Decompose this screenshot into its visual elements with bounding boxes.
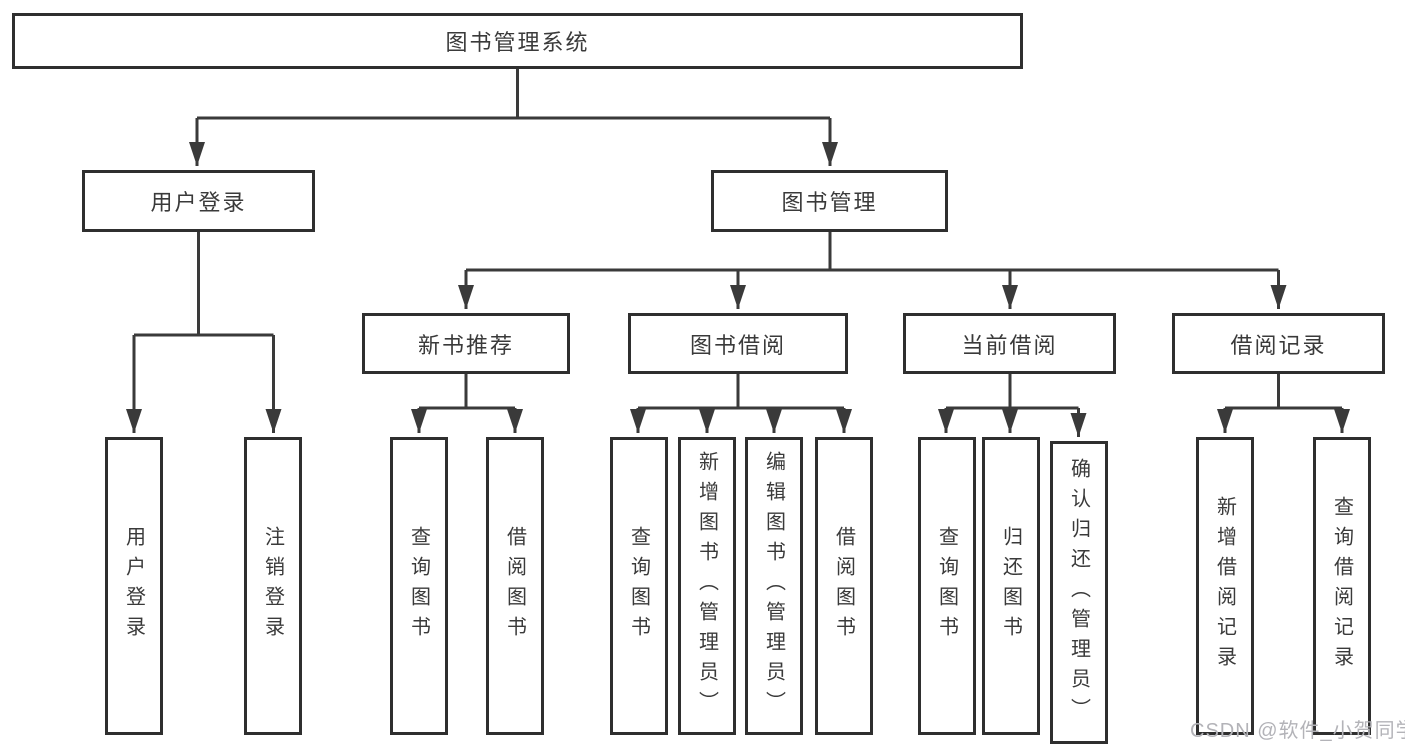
node-user-login-label: 用户登录: [150, 190, 247, 215]
leaf-borrow-borrow-books: 借阅图书: [815, 437, 873, 735]
leaf-records-add-record-label: 新增借阅记录: [1213, 496, 1236, 676]
leaf-borrow-add-books-admin: 新增图书（管理员）: [678, 437, 736, 735]
leaf-borrow-query-books-label: 查询图书: [627, 526, 650, 646]
csdn-watermark: CSDN @软件_小贺同学: [1190, 720, 1405, 742]
node-book-management-label: 图书管理: [781, 190, 878, 215]
node-book-borrowing: 图书借阅: [628, 313, 848, 374]
node-borrowing-records-label: 借阅记录: [1230, 332, 1327, 358]
leaf-user-login-label: 用户登录: [122, 526, 145, 646]
leaf-current-return-books: 归还图书: [982, 437, 1040, 735]
node-new-book-recommend: 新书推荐: [362, 313, 570, 374]
leaf-logout-label: 注销登录: [261, 526, 284, 646]
leaf-newbook-query-books-label: 查询图书: [407, 526, 430, 646]
leaf-borrow-query-books: 查询图书: [610, 437, 668, 735]
leaf-newbook-query-books: 查询图书: [390, 437, 448, 735]
leaf-current-confirm-return-admin: 确认归还（管理员）: [1050, 441, 1108, 744]
node-root-system: 图书管理系统: [12, 13, 1023, 69]
leaf-current-query-books: 查询图书: [918, 437, 976, 735]
node-book-borrowing-label: 图书借阅: [689, 332, 786, 358]
leaf-current-return-books-label: 归还图书: [999, 526, 1022, 646]
leaf-borrow-borrow-books-label: 借阅图书: [832, 526, 855, 646]
leaf-current-query-books-label: 查询图书: [935, 526, 958, 646]
leaf-user-login: 用户登录: [105, 437, 163, 735]
leaf-borrow-edit-books-admin-label: 编辑图书（管理员）: [762, 451, 785, 721]
node-current-borrowing: 当前借阅: [903, 313, 1116, 374]
node-book-management: 图书管理: [711, 170, 948, 232]
node-new-book-recommend-label: 新书推荐: [417, 332, 514, 358]
node-root-system-label: 图书管理系统: [445, 30, 590, 55]
leaf-current-confirm-return-admin-label: 确认归还（管理员）: [1067, 457, 1090, 728]
leaf-records-query-record-label: 查询借阅记录: [1330, 496, 1353, 676]
leaf-borrow-add-books-admin-label: 新增图书（管理员）: [695, 451, 718, 721]
node-current-borrowing-label: 当前借阅: [961, 332, 1058, 358]
leaf-borrow-edit-books-admin: 编辑图书（管理员）: [745, 437, 803, 735]
leaf-newbook-borrow-books: 借阅图书: [486, 437, 544, 735]
leaf-newbook-borrow-books-label: 借阅图书: [503, 526, 526, 646]
leaf-records-add-record: 新增借阅记录: [1196, 437, 1254, 735]
leaf-logout: 注销登录: [244, 437, 302, 735]
leaf-records-query-record: 查询借阅记录: [1313, 437, 1371, 735]
node-borrowing-records: 借阅记录: [1172, 313, 1385, 374]
node-user-login: 用户登录: [82, 170, 315, 232]
